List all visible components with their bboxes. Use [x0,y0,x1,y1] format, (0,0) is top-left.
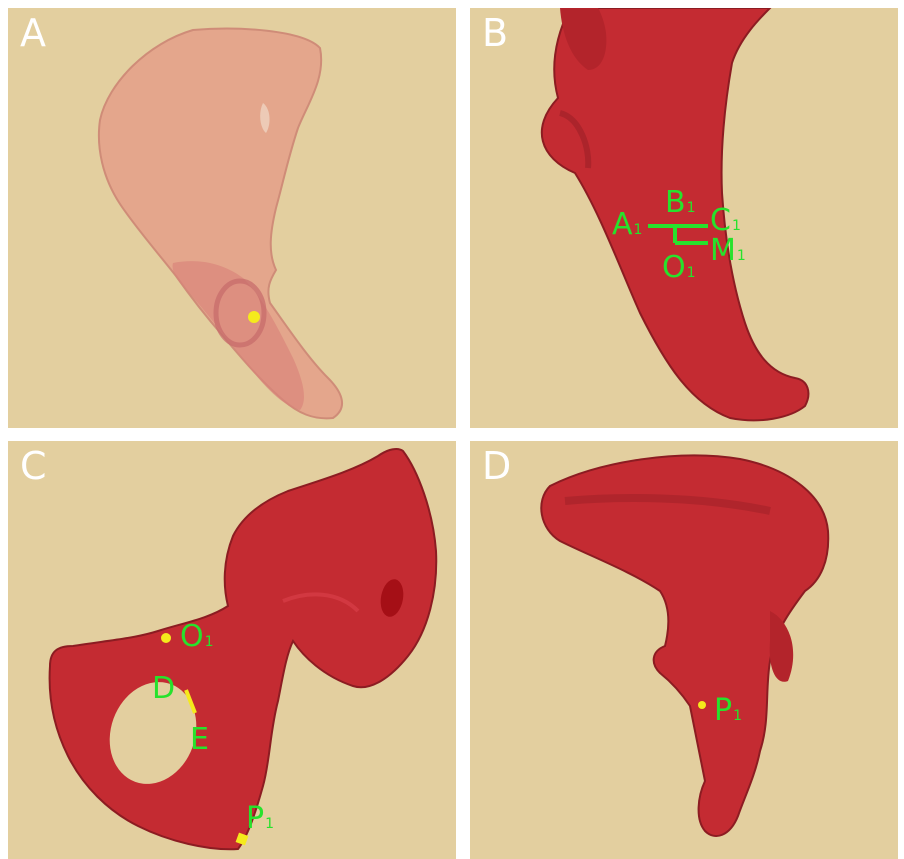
landmark-o1: O1 [180,622,214,652]
landmark-p1: P1 [246,804,274,834]
panel-b: B A1 B1 C1 M1 O1 [470,8,898,428]
translucent-hip-bone-render [8,8,456,428]
panel-label-d: D [482,447,511,485]
landmark-b1: B1 [665,188,696,218]
landmark-m1: M1 [710,236,746,266]
panel-label-a: A [20,14,46,52]
panel-label-b: B [482,14,508,52]
panel-label-c: C [20,447,47,485]
landmark-o1: O1 [662,253,696,283]
panel-c: C O1 D E P1 [8,441,456,859]
landmark-a1: A1 [612,210,642,240]
hip-bone-render-c [8,441,456,859]
landmark-c1: C1 [710,206,741,236]
landmark-p1: P1 [714,696,742,726]
marker-dot [248,311,260,323]
marker-dot [698,701,706,709]
panel-a: A [8,8,456,428]
landmark-d: D [152,674,176,704]
landmark-e: E [190,725,210,755]
hip-bone-render-d [470,441,898,859]
panel-d: D P1 [470,441,898,859]
